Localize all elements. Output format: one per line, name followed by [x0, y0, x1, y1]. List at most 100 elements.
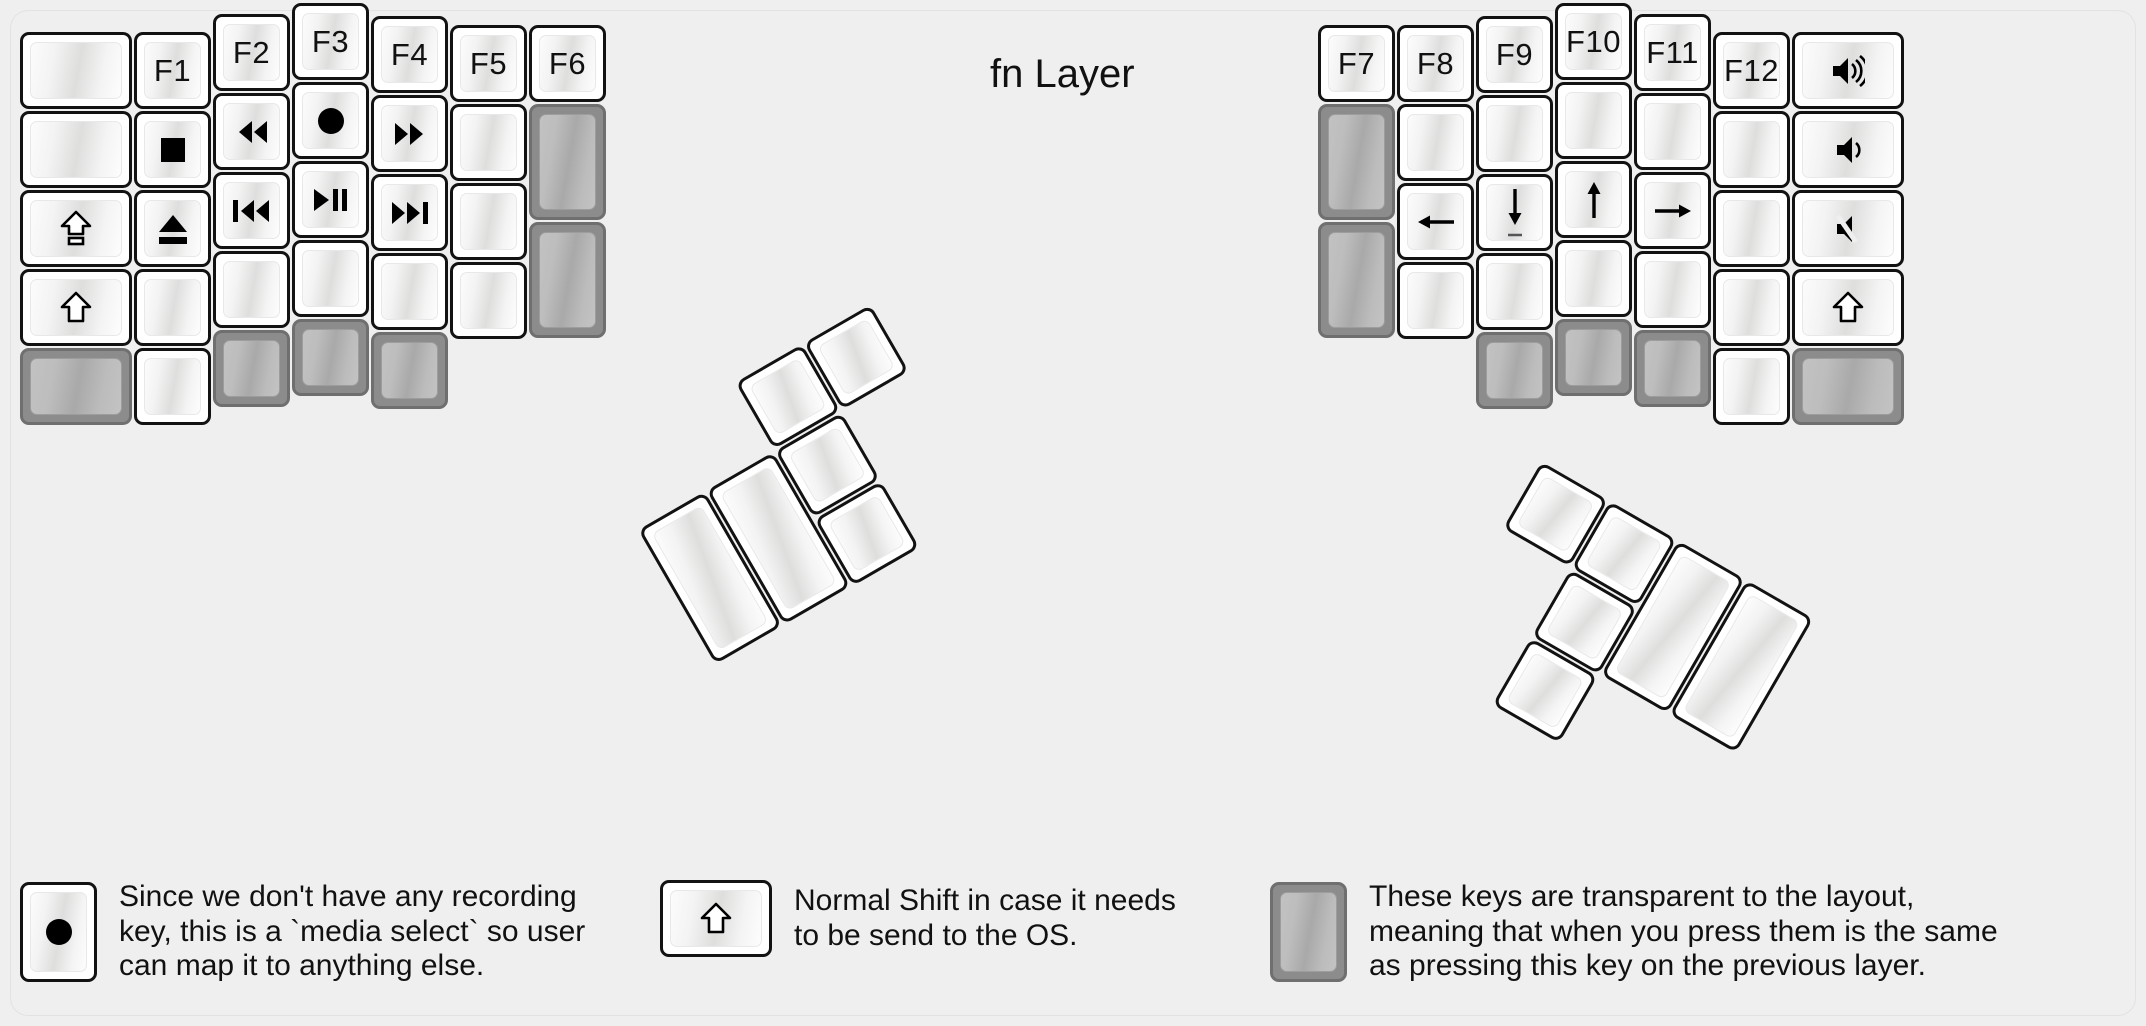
key-cap: [302, 171, 359, 228]
col-11-key-2[interactable]: [1555, 82, 1632, 159]
col-4-key-1[interactable]: F3: [292, 3, 369, 80]
col-10-key-3[interactable]: [1476, 174, 1553, 251]
col-8-key-1[interactable]: F7: [1318, 25, 1395, 102]
key-cap: [1486, 184, 1543, 241]
arrow-down-icon: [1502, 187, 1528, 239]
col-3-key-4[interactable]: [213, 251, 290, 328]
col-9-key-3[interactable]: [1397, 183, 1474, 260]
col-5-key-1[interactable]: F4: [371, 16, 448, 93]
col-2-key-2[interactable]: [134, 111, 211, 188]
col-5-key-2[interactable]: [371, 95, 448, 172]
key-cap: F3: [302, 13, 359, 70]
key-cap: [30, 200, 122, 257]
col-11-key-3[interactable]: [1555, 161, 1632, 238]
col-10-key-1[interactable]: F9: [1476, 16, 1553, 93]
col-11-key-1[interactable]: F10: [1555, 3, 1632, 80]
key-cap: [381, 105, 438, 162]
col-2-key-3[interactable]: [134, 190, 211, 267]
col-2-key-1[interactable]: F1: [134, 32, 211, 109]
legend-item-2: Normal Shift in case it needs to be send…: [660, 880, 1176, 957]
col-1-key-3[interactable]: [20, 190, 132, 267]
col-8-key-3[interactable]: [1318, 222, 1395, 338]
arrow-up-icon: [1581, 180, 1607, 220]
col-9-key-2[interactable]: [1397, 104, 1474, 181]
col-5-key-4[interactable]: [371, 253, 448, 330]
col-6-key-2[interactable]: [450, 104, 527, 181]
col-9-key-4[interactable]: [1397, 262, 1474, 339]
col-14-key-5[interactable]: [1792, 348, 1904, 425]
shift-icon: [700, 902, 732, 935]
col-12-key-4[interactable]: [1634, 251, 1711, 328]
page-title: fn Layer: [990, 52, 1135, 96]
key-cap: F7: [1328, 35, 1385, 92]
col-14-key-3[interactable]: [1792, 190, 1904, 267]
col-2-key-5[interactable]: [134, 348, 211, 425]
key-cap: [144, 200, 201, 257]
col-3-key-5[interactable]: [213, 330, 290, 407]
col-3-key-2[interactable]: [213, 93, 290, 170]
col-12-key-5[interactable]: [1634, 330, 1711, 407]
key-cap: [539, 114, 596, 210]
col-10-key-5[interactable]: [1476, 332, 1553, 409]
key-cap: F8: [1407, 35, 1464, 92]
key-cap: [1802, 279, 1894, 336]
col-13-key-2[interactable]: [1713, 111, 1790, 188]
col-4-key-2[interactable]: [292, 82, 369, 159]
key-cap: [302, 92, 359, 149]
shift-icon: [60, 291, 92, 324]
key-cap: F2: [223, 24, 280, 81]
col-4-key-3[interactable]: [292, 161, 369, 238]
col-7-key-2[interactable]: [529, 104, 606, 220]
col-12-key-2[interactable]: [1634, 93, 1711, 170]
col-13-key-4[interactable]: [1713, 269, 1790, 346]
col-11-key-5[interactable]: [1555, 319, 1632, 396]
media-prev-track-icon: [232, 198, 272, 224]
key-cap: F12: [1723, 42, 1780, 99]
col-6-key-1[interactable]: F5: [450, 25, 527, 102]
col-12-key-1[interactable]: F11: [1634, 14, 1711, 91]
col-13-key-3[interactable]: [1713, 190, 1790, 267]
col-6-key-3[interactable]: [450, 183, 527, 260]
key-cap: [1328, 232, 1385, 328]
col-5-key-5[interactable]: [371, 332, 448, 409]
col-13-key-1[interactable]: F12: [1713, 32, 1790, 109]
col-8-key-2[interactable]: [1318, 104, 1395, 220]
key-cap: [1328, 114, 1385, 210]
col-4-key-4[interactable]: [292, 240, 369, 317]
key-label: F11: [1646, 35, 1699, 70]
col-6-key-4[interactable]: [450, 262, 527, 339]
col-1-key-1[interactable]: [20, 32, 132, 109]
key-cap: [302, 250, 359, 307]
key-cap: [1407, 114, 1464, 171]
key-cap: F10: [1565, 13, 1622, 70]
col-10-key-2[interactable]: [1476, 95, 1553, 172]
col-7-key-1[interactable]: F6: [529, 25, 606, 102]
col-3-key-3[interactable]: [213, 172, 290, 249]
col-1-key-5[interactable]: [20, 348, 132, 425]
col-1-key-4[interactable]: [20, 269, 132, 346]
key-cap: [1585, 514, 1663, 593]
col-11-key-4[interactable]: [1555, 240, 1632, 317]
col-4-key-5[interactable]: [292, 319, 369, 396]
col-9-key-1[interactable]: F8: [1397, 25, 1474, 102]
key-cap: [827, 494, 906, 573]
col-14-key-1[interactable]: [1792, 32, 1904, 109]
legend-key-3: [1270, 881, 1347, 982]
key-cap: [1565, 329, 1622, 386]
key-cap: [1723, 121, 1780, 178]
col-10-key-4[interactable]: [1476, 253, 1553, 330]
col-14-key-2[interactable]: [1792, 111, 1904, 188]
key-cap: [1545, 583, 1624, 662]
col-7-key-3[interactable]: [529, 222, 606, 338]
col-12-key-3[interactable]: [1634, 172, 1711, 249]
legend-text-1: Since we don't have any recording key, t…: [119, 880, 586, 982]
col-14-key-4[interactable]: [1792, 269, 1904, 346]
key-label: F7: [1337, 46, 1376, 81]
col-5-key-3[interactable]: [371, 174, 448, 251]
col-2-key-4[interactable]: [134, 269, 211, 346]
col-3-key-1[interactable]: F2: [213, 14, 290, 91]
key-cap: [223, 103, 280, 160]
col-13-key-5[interactable]: [1713, 348, 1790, 425]
key-cap: [1565, 250, 1622, 307]
col-1-key-2[interactable]: [20, 111, 132, 188]
